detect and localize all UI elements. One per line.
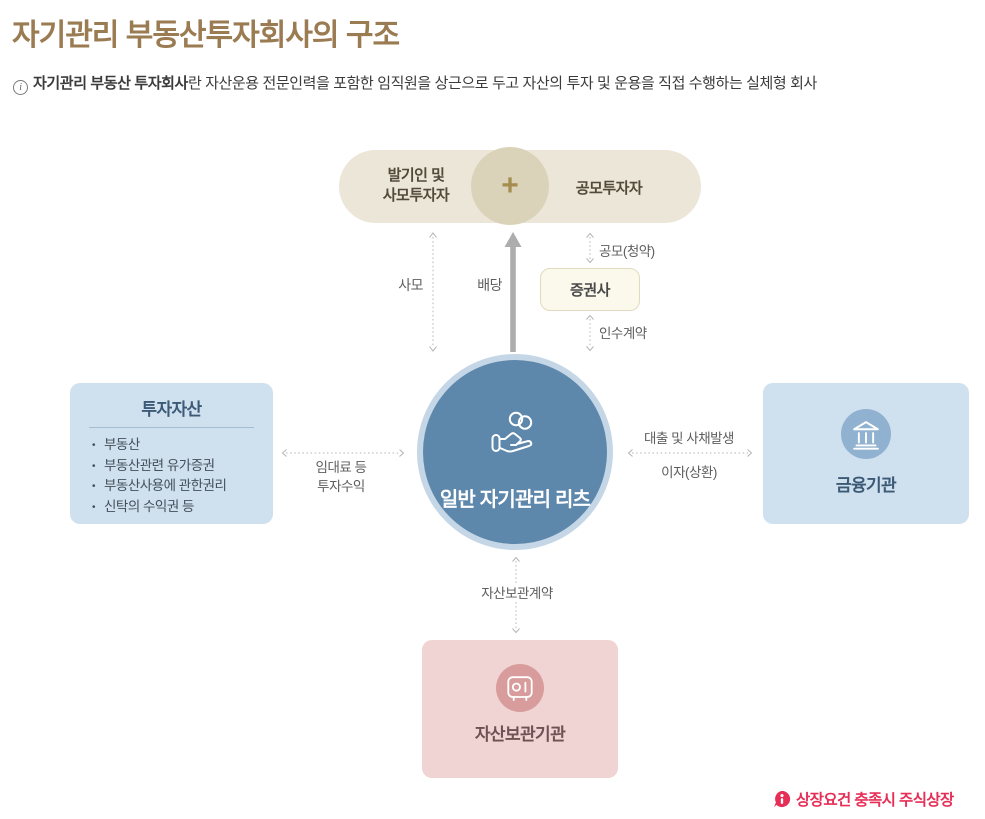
underwriting-connector	[586, 314, 594, 352]
list-item: 신탁의 수익권 등	[92, 497, 226, 517]
public-offering-connector	[586, 232, 594, 264]
bank-icon-disc	[841, 409, 891, 459]
plus-icon: +	[471, 147, 549, 225]
reit-circle-label: 일반 자기관리 리츠	[439, 489, 591, 511]
public-offering-label: 공모(청약)	[599, 244, 655, 259]
list-item: 부동산	[92, 435, 226, 456]
dividend-label: 배당	[477, 277, 502, 293]
reit-circle-fill: 일반 자기관리 리츠	[423, 360, 607, 544]
list-item: 부동산사용에 관한권리	[92, 476, 227, 497]
loan-label: 대출 및 사채발생	[644, 431, 734, 446]
page-title: 자기관리 부동산투자회사의 구조	[12, 19, 400, 52]
bank-icon	[853, 421, 879, 450]
rent-return-connector	[281, 449, 405, 457]
investment-assets-box: 투자자산 부동산 부동산관련 유가증권 부동산사용에 관한권리 신탁의 수익권 …	[70, 383, 273, 524]
private-placement-connector	[429, 232, 437, 352]
founders-private-investors-label: 발기인 및 사모투자자	[382, 167, 450, 204]
rent-return-label: 임대료 등 투자수익	[315, 460, 367, 494]
loan-interest-connector	[627, 449, 753, 457]
definition-term: 자기관리 부동산 투자회사	[33, 75, 188, 92]
securities-firm-box: 증권사	[540, 268, 640, 311]
financial-institution-label: 금융기관	[835, 476, 897, 495]
info-circle-icon: i	[13, 80, 28, 95]
asset-custodian-label: 자산보관기관	[474, 725, 566, 744]
asset-custodian-box: 자산보관기관	[422, 640, 618, 778]
underwriting-label: 인수계약	[599, 326, 647, 341]
reit-circle: 일반 자기관리 리츠	[417, 354, 613, 550]
hand-coins-icon	[491, 411, 533, 453]
custody-contract-label: 자산보관계약	[466, 582, 568, 602]
assets-list: 부동산 부동산관련 유가증권 부동산사용에 관한권리 신탁의 수익권 등	[92, 435, 227, 518]
definition-note: i 자기관리 부동산 투자회사란 자산운용 전문인력을 포함한 임직원을 상근으로…	[13, 72, 817, 95]
dividend-arrow	[504, 232, 522, 352]
interest-repayment-label: 이자(상환)	[661, 465, 717, 480]
listing-footnote: 상장요건 충족시 주식상장	[773, 788, 954, 810]
safe-icon-disc	[496, 664, 544, 712]
definition-text: 란 자산운용 전문인력을 포함한 임직원을 상근으로 두고 자산의 투자 및 운…	[187, 75, 817, 92]
info-bubble-icon	[774, 790, 791, 808]
listing-footnote-text: 상장요건 충족시 주식상장	[796, 792, 954, 809]
private-placement-label: 사모	[398, 277, 423, 293]
financial-institution-box: 금융기관	[763, 383, 969, 524]
safe-icon	[507, 676, 533, 702]
assets-divider	[89, 427, 254, 428]
list-item: 부동산관련 유가증권	[92, 456, 226, 476]
investors-pill: 발기인 및 사모투자자 + 공모투자자	[339, 147, 701, 225]
public-investors-label: 공모투자자	[575, 180, 643, 197]
investment-assets-title: 투자자산	[141, 400, 202, 419]
